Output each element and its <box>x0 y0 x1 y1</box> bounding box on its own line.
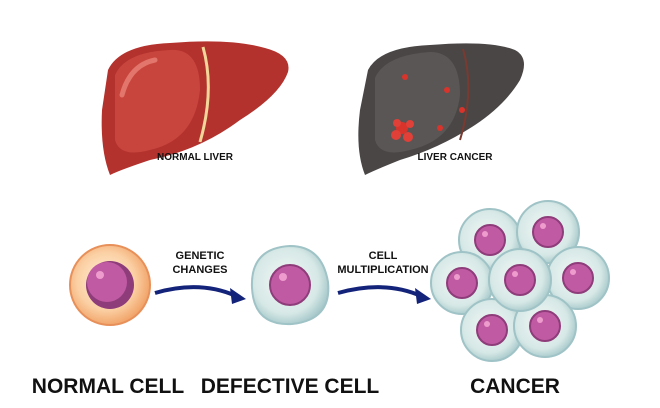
defective-cell-illustration <box>250 244 330 326</box>
cancer-cell <box>430 251 494 315</box>
cancer-liver-illustration: LIVER CANCER <box>358 43 524 176</box>
cell-multiplication-label-line2: MULTIPLICATION <box>337 264 428 276</box>
cancer-cell-cluster <box>430 200 610 362</box>
normal-cell-illustration <box>69 244 151 326</box>
arrow-icon <box>337 285 422 298</box>
cell-multiplication-label-line1: CELL <box>369 250 398 262</box>
genetic-changes-label-line2: CHANGES <box>172 264 227 276</box>
normal-liver-label: NORMAL LIVER <box>157 152 234 163</box>
cancer-label: CANCER <box>470 375 560 398</box>
normal-liver-illustration: NORMAL LIVER <box>101 41 289 176</box>
defective-cell-label: DEFECTIVE CELL <box>201 375 380 398</box>
cancer-cell <box>460 298 524 362</box>
arrow-icon <box>154 285 237 298</box>
normal-cell-label: NORMAL CELL <box>32 375 185 398</box>
arrowhead-icon <box>230 288 246 304</box>
liver-cancer-label: LIVER CANCER <box>417 152 493 163</box>
genetic-changes-label-line1: GENETIC <box>176 250 225 262</box>
cancer-cell <box>546 246 610 310</box>
cancer-cell <box>488 248 552 312</box>
cancer-cell <box>516 200 580 264</box>
arrowhead-icon <box>415 288 431 304</box>
